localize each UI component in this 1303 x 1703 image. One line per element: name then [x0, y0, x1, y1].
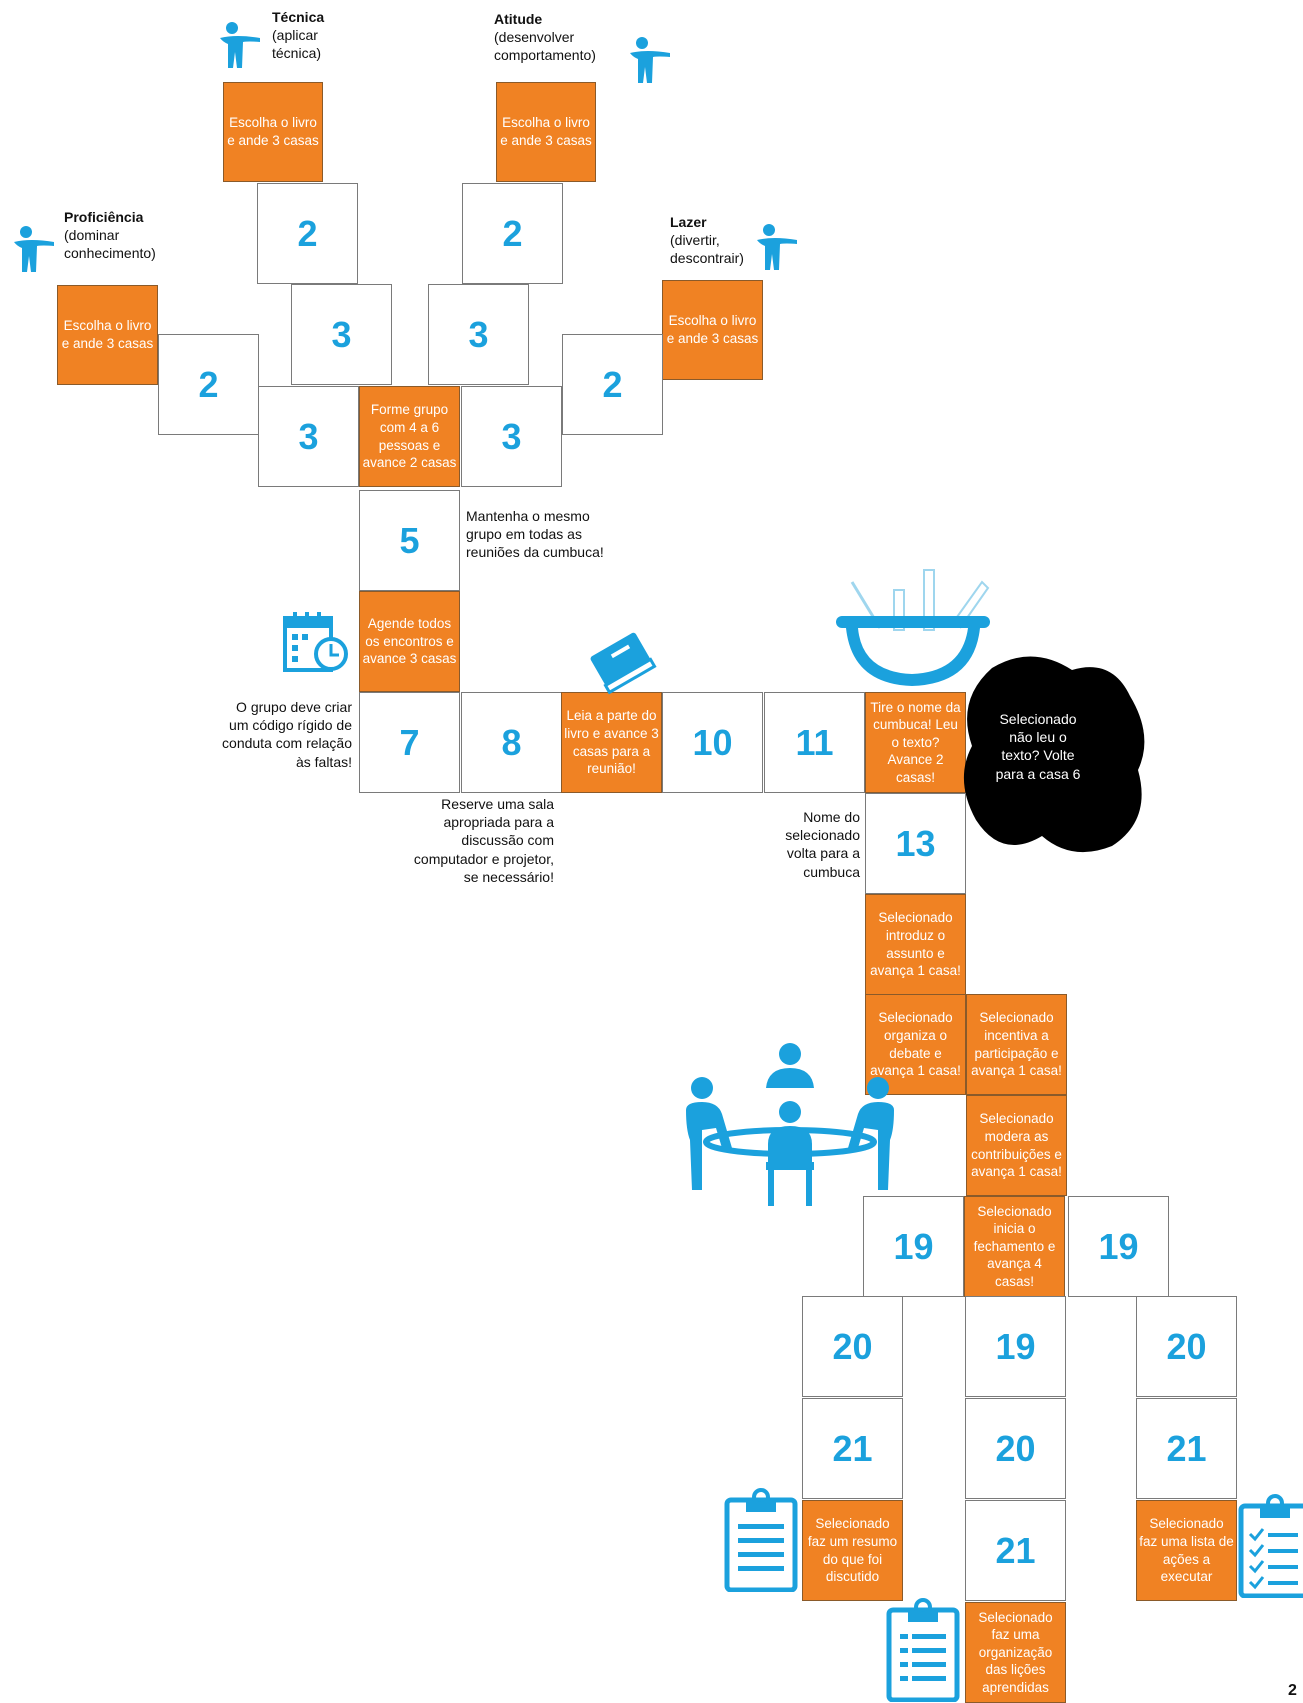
cell-proficiencia-escolha: Escolha o livro e ande 3 casas — [57, 285, 158, 385]
board-cell: 19 — [965, 1296, 1066, 1397]
note-nome: Nome do selecionado volta para a cumbuca — [785, 809, 860, 880]
board-cell: 8 — [461, 692, 562, 793]
calendar-icon — [283, 612, 348, 672]
meeting-icon — [686, 1043, 894, 1206]
bowl-icon — [836, 569, 990, 686]
board-cell: 3 — [428, 284, 529, 385]
cell-organiza: Selecionado organiza o debate e avança 1… — [865, 994, 966, 1095]
label-tecnica: Técnica (aplicar técnica) — [272, 9, 325, 62]
cell-atitude-escolha: Escolha o livro e ande 3 casas — [496, 82, 596, 182]
cell-forme-grupo: Forme grupo com 4 a 6 pessoas e avance 2… — [359, 386, 460, 487]
board-cell: 20 — [802, 1296, 903, 1397]
board-cell: 20 — [1136, 1296, 1237, 1397]
note-reserve: Reserve uma sala apropriada para a discu… — [413, 796, 554, 885]
label-lazer: Lazer (divertir, descontrair) — [670, 214, 744, 267]
cell-modera: Selecionado modera as contribuições e av… — [966, 1095, 1067, 1196]
note-mantenha: Mantenha o mesmo grupo em todas as reuni… — [466, 508, 604, 561]
cell-leia: Leia a parte do livro e avance 3 casas p… — [561, 692, 662, 793]
board-cell: 10 — [662, 692, 763, 793]
cell-agende: Agende todos os encontros e avance 3 cas… — [359, 591, 460, 692]
page-number: 2 — [1288, 1682, 1297, 1699]
book-icon — [590, 632, 657, 695]
black-blob-shape — [963, 656, 1145, 853]
board-cell: 13 — [865, 793, 966, 894]
person-icon — [14, 226, 54, 272]
board-cell: 19 — [1068, 1196, 1169, 1297]
cell-licoes: Selecionado faz uma organização das liçõ… — [965, 1602, 1066, 1703]
cell-introduz: Selecionado introduz o assunto e avança … — [865, 894, 966, 995]
board-cell: 19 — [863, 1196, 964, 1297]
board-cell: 2 — [562, 334, 663, 435]
board-cell: 2 — [257, 183, 358, 284]
board-cell: 11 — [764, 692, 865, 793]
note-blob: Selecionado não leu o texto? Volte para … — [995, 711, 1081, 782]
label-proficiencia: Proficiência (dominar conhecimento) — [64, 209, 156, 262]
cell-incentiva: Selecionado incentiva a participação e a… — [966, 994, 1067, 1095]
cell-lazer-escolha: Escolha o livro e ande 3 casas — [662, 280, 763, 380]
board-cell: 21 — [802, 1398, 903, 1499]
board-cell: 3 — [291, 284, 392, 385]
person-icon — [757, 224, 797, 270]
board-cell: 21 — [965, 1500, 1066, 1601]
board-cell: 2 — [158, 334, 259, 435]
label-atitude: Atitude (desenvolver comportamento) — [494, 11, 596, 64]
note-codigo: O grupo deve criar um código rígido de c… — [222, 699, 352, 770]
board-cell: 3 — [258, 386, 359, 487]
clipboard-icon — [724, 1488, 798, 1592]
cell-inicia: Selecionado inicia o fechamento e avança… — [964, 1196, 1065, 1297]
cell-tire-nome: Tire o nome da cumbuca! Leu o texto? Ava… — [865, 692, 966, 793]
cell-acoes: Selecionado faz uma lista de ações a exe… — [1136, 1500, 1237, 1601]
person-icon — [630, 37, 670, 83]
checklist-icon — [1238, 1494, 1303, 1598]
cell-resumo: Selecionado faz um resumo do que foi dis… — [802, 1500, 903, 1601]
person-icon — [220, 22, 260, 68]
board-cell: 20 — [965, 1398, 1066, 1499]
clipboard-icon — [886, 1598, 960, 1702]
board-cell: 3 — [461, 386, 562, 487]
board-cell: 7 — [359, 692, 460, 793]
board-cell: 5 — [359, 490, 460, 591]
board-cell: 2 — [462, 183, 563, 284]
cell-tecnica-escolha: Escolha o livro e ande 3 casas — [223, 82, 323, 182]
board-cell: 21 — [1136, 1398, 1237, 1499]
